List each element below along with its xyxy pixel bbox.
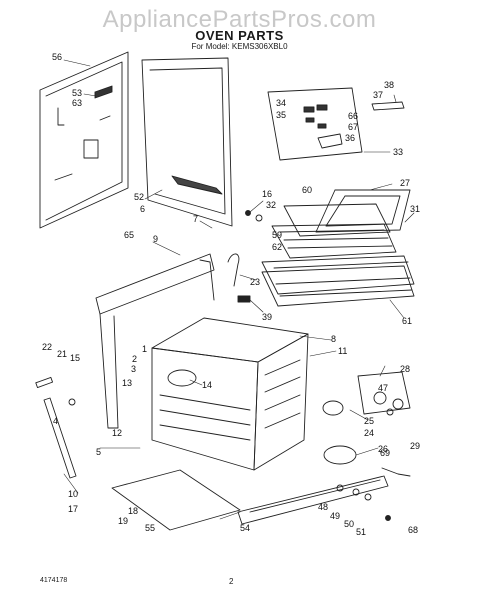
model-subtitle: For Model: KEMS306XBL0: [191, 42, 288, 51]
callout-39: 39: [262, 312, 272, 322]
callout-1: 1: [142, 344, 147, 354]
callout-53: 53: [72, 88, 82, 98]
callout-8: 8: [331, 334, 336, 344]
callout-14: 14: [202, 380, 212, 390]
callout-55: 55: [145, 523, 155, 533]
callout-60: 60: [302, 185, 312, 195]
callout-28: 28: [400, 364, 410, 374]
callout-2: 2: [132, 354, 137, 364]
callout-13: 13: [122, 378, 132, 388]
callout-50: 50: [344, 519, 354, 529]
callout-36: 36: [345, 133, 355, 143]
callout-61: 61: [402, 316, 412, 326]
callout-19: 19: [118, 516, 128, 526]
thermostat: [357, 371, 411, 415]
side-trim: [43, 397, 77, 479]
callout-22: 22: [42, 342, 52, 352]
callout-12: 12: [112, 428, 122, 438]
callout-67: 67: [348, 122, 358, 132]
callout-62: 62: [272, 242, 282, 252]
callout-32: 32: [266, 200, 276, 210]
callout-65: 65: [124, 230, 134, 240]
callout-33: 33: [393, 147, 403, 157]
callout-3: 3: [131, 364, 136, 374]
callout-23: 23: [250, 277, 260, 287]
callout-15: 15: [70, 353, 80, 363]
callout-49: 49: [330, 511, 340, 521]
callout-7: 7: [193, 214, 198, 224]
oven-back-panel: [141, 57, 233, 227]
base-drawer: [111, 469, 241, 531]
callout-6: 6: [140, 204, 145, 214]
page-number: 2: [229, 577, 234, 586]
watermark: AppliancePartsPros.com: [102, 6, 377, 33]
callout-47: 47: [378, 383, 388, 393]
callout-27: 27: [400, 178, 410, 188]
broiler-pan: [271, 203, 397, 259]
callout-63: 63: [72, 98, 82, 108]
leader-lines: [63, 59, 415, 520]
callout-51: 51: [356, 527, 366, 537]
callout-37: 37: [373, 90, 383, 100]
callout-68: 68: [408, 525, 418, 535]
control-inset: [267, 87, 405, 161]
callout-labels: 56 53 63 52 6 7 16 32 38 37 34 35 66 67 …: [42, 52, 420, 537]
oven-rack: [261, 255, 415, 307]
callout-31: 31: [410, 204, 420, 214]
diagram-title: OVEN PARTS: [195, 28, 284, 43]
callout-29: 29: [410, 441, 420, 451]
callout-9: 9: [153, 234, 158, 244]
broil-element: [315, 189, 411, 233]
callout-59: 59: [272, 230, 282, 240]
document-number: 4174178: [40, 577, 68, 584]
callout-16: 16: [262, 189, 272, 199]
oven-cavity: [151, 317, 309, 471]
callout-10: 10: [68, 489, 78, 499]
bottom-vent: [237, 475, 389, 525]
callout-11: 11: [338, 346, 347, 356]
callout-35: 35: [276, 110, 286, 120]
callout-34: 34: [276, 98, 286, 108]
callout-18: 18: [128, 506, 138, 516]
callout-56: 56: [52, 52, 62, 62]
callout-26: 26: [378, 444, 388, 454]
callout-21: 21: [57, 349, 67, 359]
callout-69: 69: [380, 448, 390, 458]
callout-17: 17: [68, 504, 78, 514]
hardware: [35, 210, 411, 521]
callout-66: 66: [348, 111, 358, 121]
callout-5: 5: [96, 447, 101, 457]
callout-38: 38: [384, 80, 394, 90]
callout-54: 54: [240, 523, 250, 533]
rear-panel: [39, 51, 129, 229]
callout-4: 4: [53, 416, 58, 426]
callout-25: 25: [364, 416, 374, 426]
callout-48: 48: [318, 502, 328, 512]
front-frame: [95, 253, 215, 429]
callout-52: 52: [134, 192, 144, 202]
callout-24: 24: [364, 428, 374, 438]
